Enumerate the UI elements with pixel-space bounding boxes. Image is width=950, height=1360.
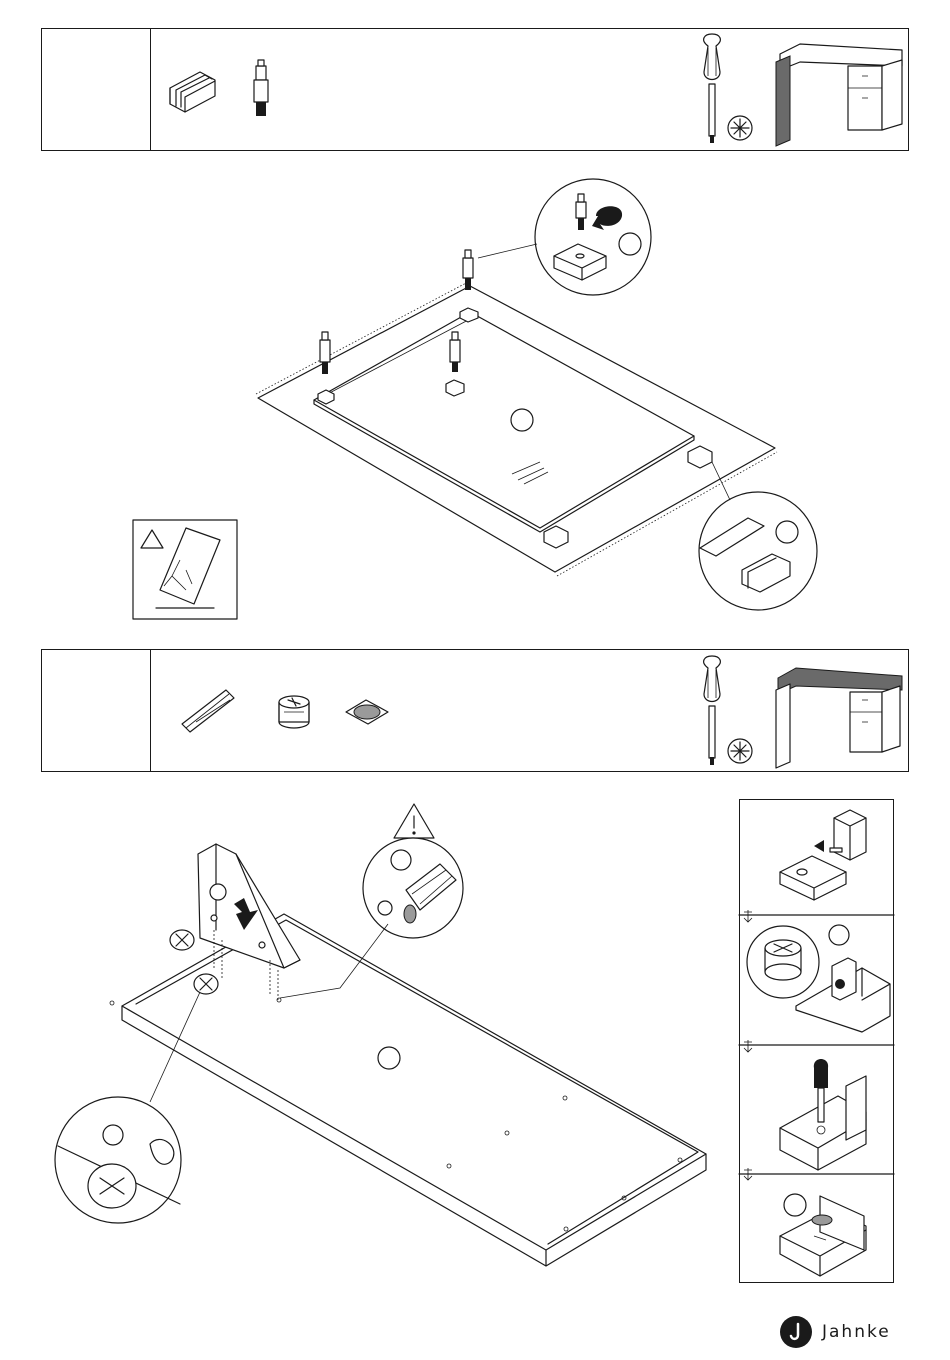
detail-step-1 (780, 810, 866, 900)
detail-step-2 (747, 925, 890, 1032)
brand-name: Jahnke (822, 1322, 891, 1342)
brand-logo: Jahnke (780, 1316, 891, 1348)
detail-step-4 (780, 1194, 866, 1276)
detail-steps-contents (0, 0, 950, 1300)
detail-step-3 (780, 1059, 866, 1170)
brand-logo-icon (780, 1316, 812, 1348)
